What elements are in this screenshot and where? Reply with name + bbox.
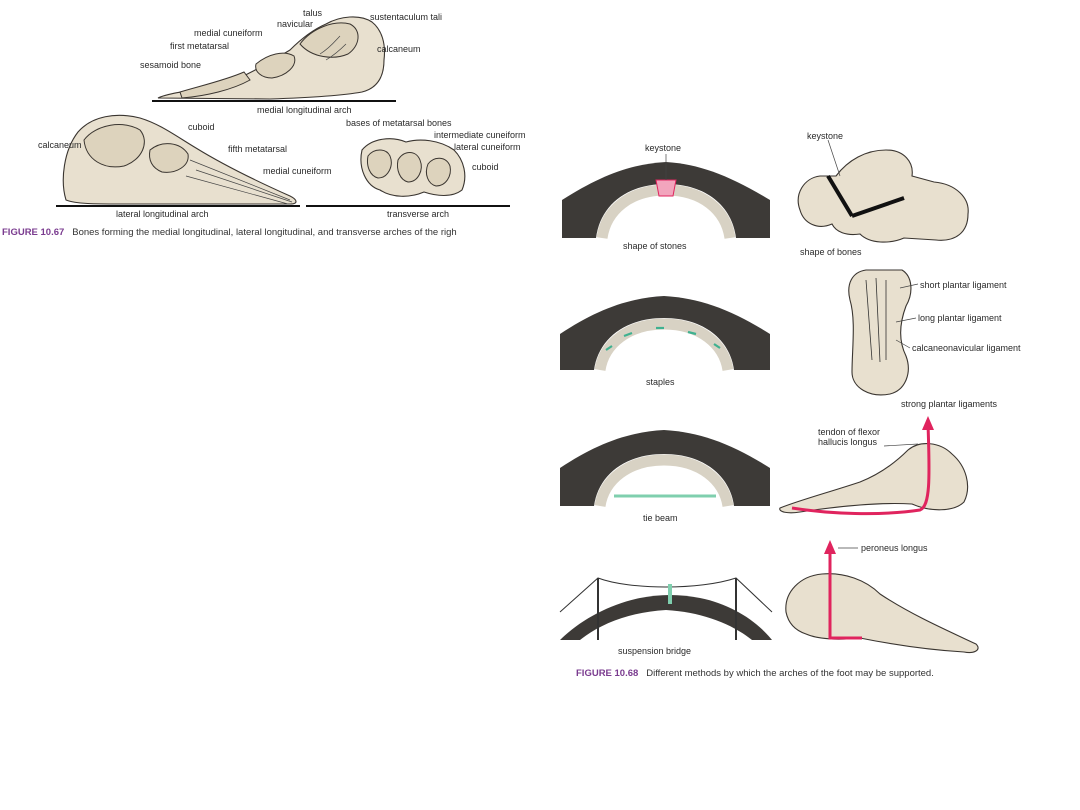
- title-medial-longitudinal-arch: medial longitudinal arch: [257, 105, 352, 115]
- label-lateral-cuneiform: lateral cuneiform: [454, 142, 521, 152]
- label-calcaneonavicular-ligament: calcaneonavicular ligament: [912, 343, 1021, 353]
- lateral-arch-foot-illustration: [56, 114, 300, 207]
- figure-10-67-caption: FIGURE 10.67 Bones forming the medial lo…: [2, 227, 457, 239]
- label-tie-beam: tie beam: [643, 513, 678, 523]
- figure-10-67-text: Bones forming the medial longitudinal, l…: [72, 227, 457, 238]
- label-intermediate-cuneiform: intermediate cuneiform: [434, 130, 526, 140]
- label-shape-of-stones: shape of stones: [623, 241, 687, 251]
- arch-suspension-bridge: [559, 577, 773, 640]
- label-medial-cuneiform-transverse: medial cuneiform: [263, 166, 332, 176]
- label-staples: staples: [646, 377, 675, 387]
- figure-10-68-number: FIGURE 10.68: [576, 668, 639, 679]
- arch-tie-beam: [560, 430, 770, 508]
- title-transverse-arch: transverse arch: [387, 209, 450, 219]
- label-peroneus-longus: peroneus longus: [861, 543, 928, 553]
- label-short-plantar-ligament: short plantar ligament: [920, 280, 1007, 290]
- foot-shape-of-bones: [797, 139, 969, 243]
- foot-strong-plantar-ligaments: [848, 269, 919, 396]
- arch-staples: [560, 296, 770, 372]
- label-bases-of-metatarsal-bones: bases of metatarsal bones: [346, 118, 452, 128]
- title-strong-plantar-ligaments: strong plantar ligaments: [901, 399, 998, 409]
- label-fifth-metatarsal: fifth metatarsal: [228, 144, 288, 154]
- medial-arch-foot-illustration: [152, 16, 396, 102]
- title-lateral-longitudinal-arch: lateral longitudinal arch: [116, 209, 209, 219]
- label-keystone-bones: keystone: [807, 131, 844, 141]
- figure-10-68-caption: FIGURE 10.68 Different methods by which …: [576, 668, 934, 680]
- label-cuboid-transverse: cuboid: [472, 162, 499, 172]
- label-talus: talus: [303, 8, 323, 18]
- label-medial-cuneiform: medial cuneiform: [194, 28, 263, 38]
- label-shape-of-bones: shape of bones: [800, 247, 862, 257]
- label-cuboid-lateral: cuboid: [188, 122, 215, 132]
- label-navicular: navicular: [277, 19, 314, 29]
- label-keystone-arch: keystone: [645, 143, 682, 153]
- label-first-metatarsal: first metatarsal: [170, 41, 230, 51]
- label-calcaneum-lateral: calcaneum: [38, 140, 82, 150]
- figure-10-68-text: Different methods by which the arches of…: [646, 668, 934, 679]
- foot-peroneus-longus: [785, 540, 979, 654]
- figure-10-67-number: FIGURE 10.67: [2, 227, 65, 238]
- transverse-arch-illustration: [306, 138, 510, 207]
- label-sustentaculum-tali: sustentaculum tali: [370, 12, 443, 22]
- label-suspension-bridge: suspension bridge: [618, 646, 692, 656]
- arch-shape-of-stones: [562, 154, 770, 240]
- label-sesamoid-bone: sesamoid bone: [140, 60, 202, 70]
- foot-tendon-flexor-hallucis-longus: [779, 416, 969, 516]
- label-calcaneum-medial: calcaneum: [377, 44, 421, 54]
- label-tendon-flexor-hallucis-longus: tendon of flexor hallucis longus: [818, 427, 881, 447]
- label-long-plantar-ligament: long plantar ligament: [918, 313, 1002, 323]
